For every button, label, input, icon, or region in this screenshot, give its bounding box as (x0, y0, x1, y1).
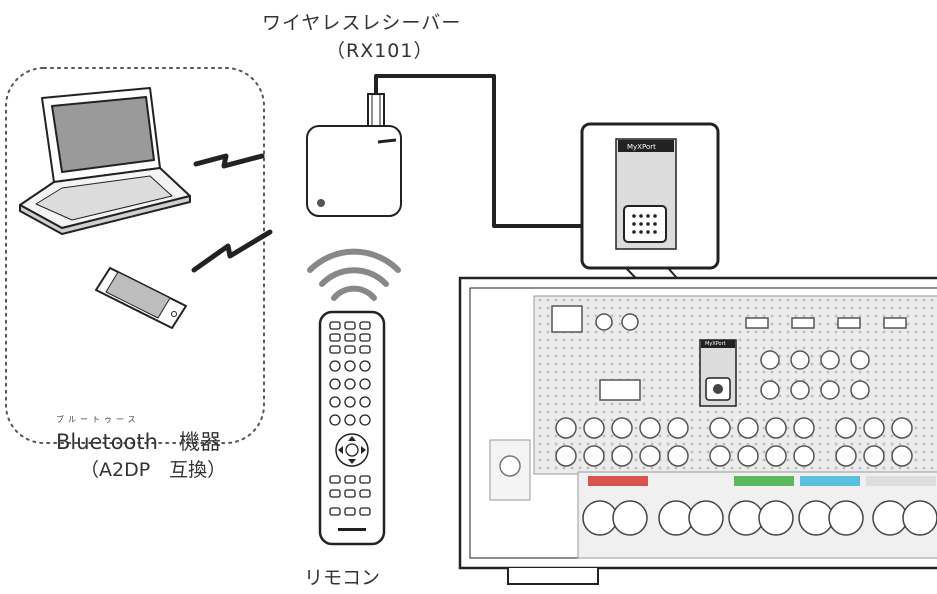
av-receiver-rear-panel-icon (458, 276, 937, 585)
bluetooth-ruby-label: ブルートゥース (56, 415, 140, 424)
bluetooth-device-group (5, 67, 265, 444)
port-zoom-label: MyXPort (627, 143, 656, 151)
remote-control-icon (318, 310, 386, 546)
receiver-model-label: （RX101） (326, 40, 434, 62)
bluetooth-compat-label: （A2DP 互換） (80, 459, 227, 481)
bluetooth-device-label: Bluetooth 機器 (56, 430, 221, 454)
connection-cable (374, 74, 596, 228)
panel-port-label: MyXPort (705, 341, 726, 347)
receiver-name-label: ワイヤレスレシーバー (262, 12, 462, 34)
smartphone-icon (95, 267, 187, 329)
remote-signal-icon (307, 248, 401, 301)
remote-label: リモコン (304, 567, 381, 589)
port-zoom-inset (580, 122, 720, 270)
wireless-signal-icon (191, 153, 273, 273)
wireless-receiver-icon (306, 93, 402, 217)
laptop-icon (19, 87, 191, 235)
